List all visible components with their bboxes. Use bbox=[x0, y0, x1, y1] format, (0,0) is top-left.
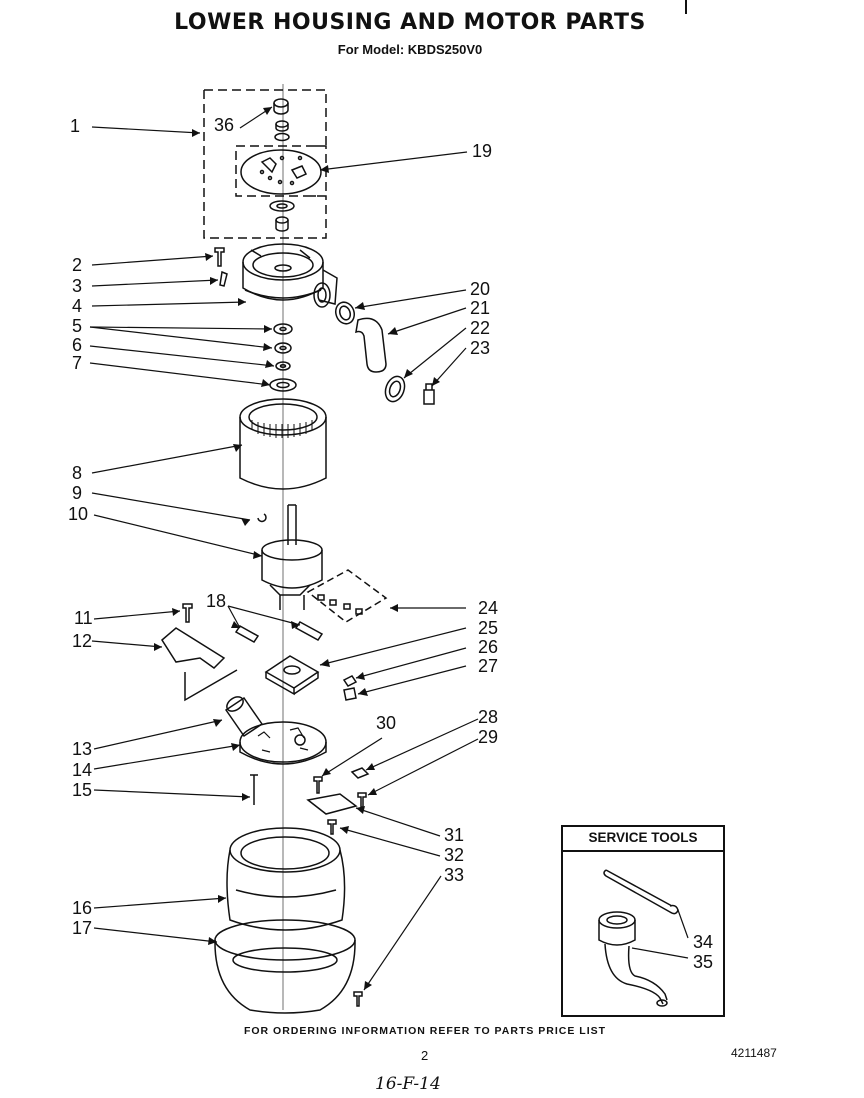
callout-33: 33 bbox=[444, 865, 465, 885]
rotor-shaft-10 bbox=[287, 504, 297, 545]
callout-18: 18 bbox=[206, 591, 227, 611]
callout-13: 13 bbox=[72, 739, 93, 759]
callout-5: 5 bbox=[72, 316, 83, 336]
page-title: LOWER HOUSING AND MOTOR PARTS bbox=[174, 10, 646, 35]
callout-20: 20 bbox=[470, 279, 491, 299]
arrowheads bbox=[154, 107, 440, 990]
callout-25: 25 bbox=[478, 618, 499, 638]
base-17 bbox=[214, 919, 356, 961]
callout-12: 12 bbox=[72, 631, 93, 651]
callout-24: 24 bbox=[478, 598, 499, 618]
screw-32 bbox=[327, 819, 337, 835]
leader-lines bbox=[89, 106, 479, 991]
callout-35: 35 bbox=[693, 952, 714, 972]
brush-18a bbox=[234, 625, 260, 643]
callout-6: 6 bbox=[72, 335, 83, 355]
nut-36 bbox=[273, 98, 289, 108]
callout-9: 9 bbox=[72, 483, 83, 503]
callout-36: 36 bbox=[214, 115, 235, 135]
clip-28 bbox=[350, 767, 370, 779]
callout-2: 2 bbox=[72, 255, 83, 275]
screw-2 bbox=[214, 247, 225, 267]
callout-21: 21 bbox=[470, 298, 491, 318]
screw-23 bbox=[423, 383, 435, 405]
kit-outline-24 bbox=[306, 569, 388, 623]
callout-7: 7 bbox=[72, 353, 83, 373]
callout-28: 28 bbox=[478, 707, 499, 727]
lower-housing-16 bbox=[229, 827, 341, 873]
callout-23: 23 bbox=[470, 338, 491, 358]
ordering-note: FOR ORDERING INFORMATION REFER TO PARTS … bbox=[243, 1025, 607, 1037]
callout-15: 15 bbox=[72, 780, 93, 800]
page-number: 2 bbox=[421, 1048, 429, 1063]
capacitor-13 bbox=[224, 696, 264, 738]
document-number: 4211487 bbox=[731, 1046, 777, 1060]
callout-22: 22 bbox=[470, 318, 491, 338]
turntable-19 bbox=[240, 149, 322, 195]
callout-27: 27 bbox=[478, 656, 499, 676]
callout-11: 11 bbox=[74, 608, 93, 628]
callout-1: 1 bbox=[70, 116, 81, 136]
bolt-15 bbox=[250, 774, 258, 805]
callout-4: 4 bbox=[72, 296, 83, 316]
screw-11 bbox=[182, 603, 193, 623]
callout-30: 30 bbox=[376, 713, 397, 733]
screw-29 bbox=[357, 792, 367, 808]
service-tools-title: SERVICE TOOLS bbox=[588, 830, 698, 845]
callout-10: 10 bbox=[68, 504, 89, 524]
callout-34: 34 bbox=[693, 932, 714, 952]
model-line: For Model: KBDS250V0 bbox=[337, 42, 483, 57]
service-tools-box bbox=[561, 825, 725, 1017]
callout-19: 19 bbox=[472, 141, 493, 161]
shield-12 bbox=[161, 627, 226, 669]
ring-9 bbox=[257, 513, 267, 523]
screw-30 bbox=[313, 776, 323, 794]
callout-3: 3 bbox=[72, 276, 83, 296]
callout-8: 8 bbox=[72, 463, 83, 483]
callout-29: 29 bbox=[478, 727, 499, 747]
callout-32: 32 bbox=[444, 845, 465, 865]
trap-35 bbox=[598, 911, 636, 929]
elbow-21 bbox=[355, 317, 387, 373]
wrench-34 bbox=[603, 869, 679, 915]
gasket-20 bbox=[334, 301, 356, 325]
screw-33 bbox=[353, 991, 363, 1007]
connector-27 bbox=[342, 675, 358, 701]
callout-17: 17 bbox=[72, 918, 93, 938]
cover-31 bbox=[306, 793, 358, 815]
callout-14: 14 bbox=[72, 760, 93, 780]
clamp-22 bbox=[384, 375, 406, 403]
clip-3 bbox=[219, 270, 228, 287]
callout-16: 16 bbox=[72, 898, 93, 918]
kit-outline-1 bbox=[203, 89, 327, 239]
callout-31: 31 bbox=[444, 825, 465, 845]
handwritten-note: 16-F-14 bbox=[375, 1074, 441, 1094]
callout-26: 26 bbox=[478, 637, 499, 657]
